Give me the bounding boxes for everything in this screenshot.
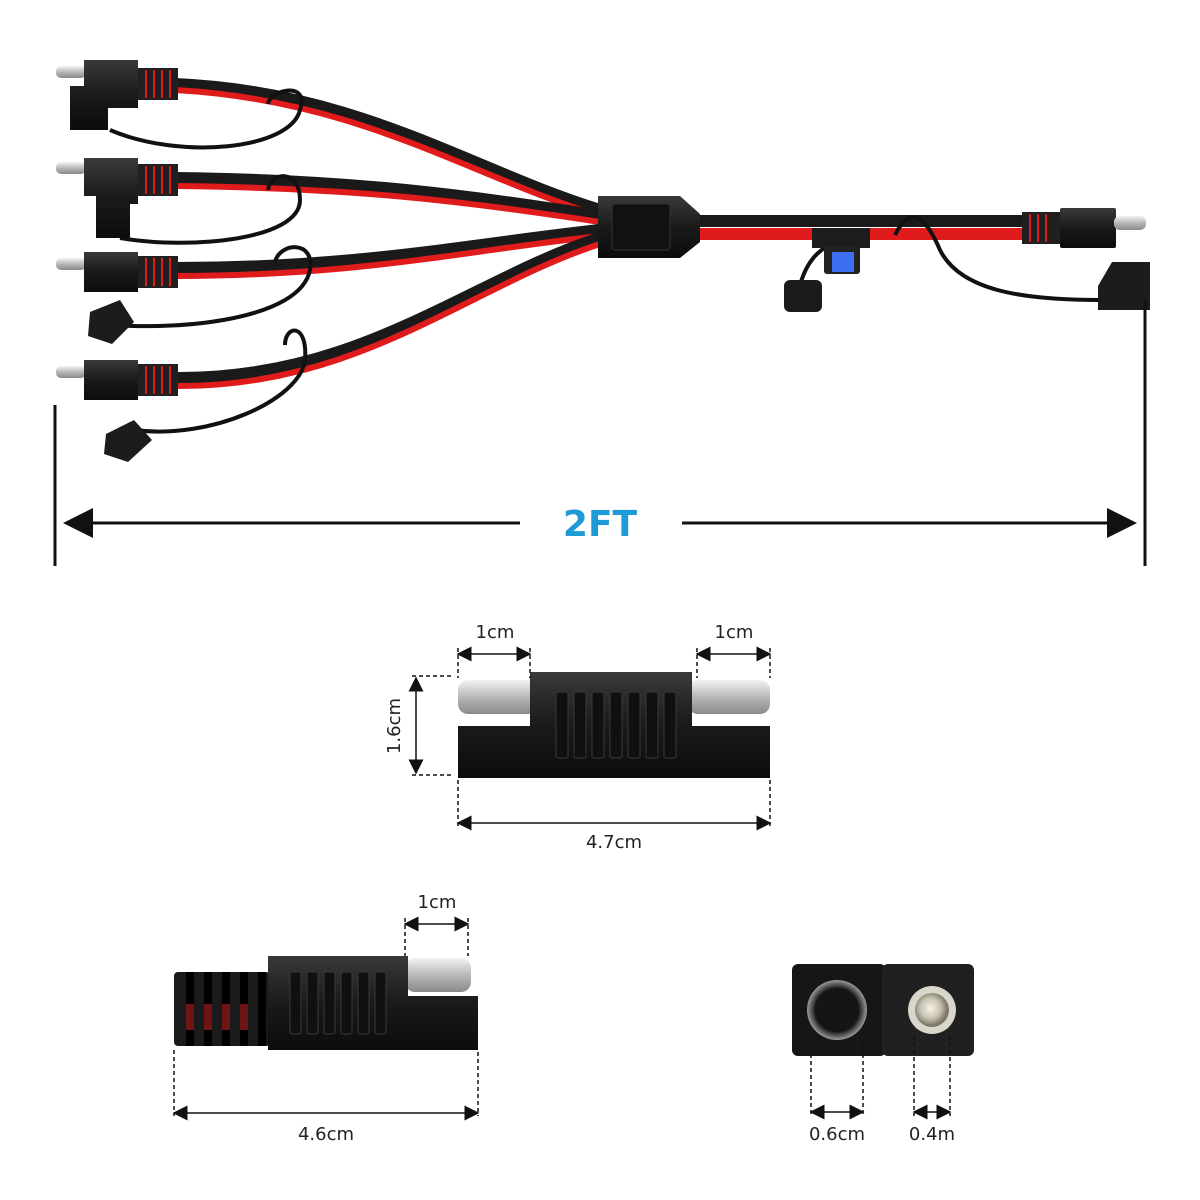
harness-icon xyxy=(56,60,1150,462)
pair-height-label: 1.6cm xyxy=(384,698,405,754)
connector-pair-dimensions xyxy=(408,646,772,831)
dust-cap-icon xyxy=(784,280,822,312)
single-length-label: 4.6cm xyxy=(298,1124,354,1145)
sae-connector-icon xyxy=(458,672,770,778)
overall-length-dimension: 2FT xyxy=(53,300,1147,566)
single-connector-dimensions xyxy=(172,916,480,1121)
single-pin-label: 1cm xyxy=(418,892,457,913)
sae-connector-icon xyxy=(174,956,478,1050)
pair-width-label: 4.7cm xyxy=(586,832,642,853)
pair-left-pin-label: 1cm xyxy=(476,622,515,643)
pair-right-pin-label: 1cm xyxy=(715,622,754,643)
connector-face-icon xyxy=(792,964,974,1056)
face-pin-label: 0.4m xyxy=(909,1124,955,1145)
overall-length-label: 2FT xyxy=(563,504,638,545)
fuse-holder-icon xyxy=(812,228,870,274)
face-socket-label: 0.6cm xyxy=(809,1124,865,1145)
connector-face-dimensions xyxy=(809,1036,952,1120)
